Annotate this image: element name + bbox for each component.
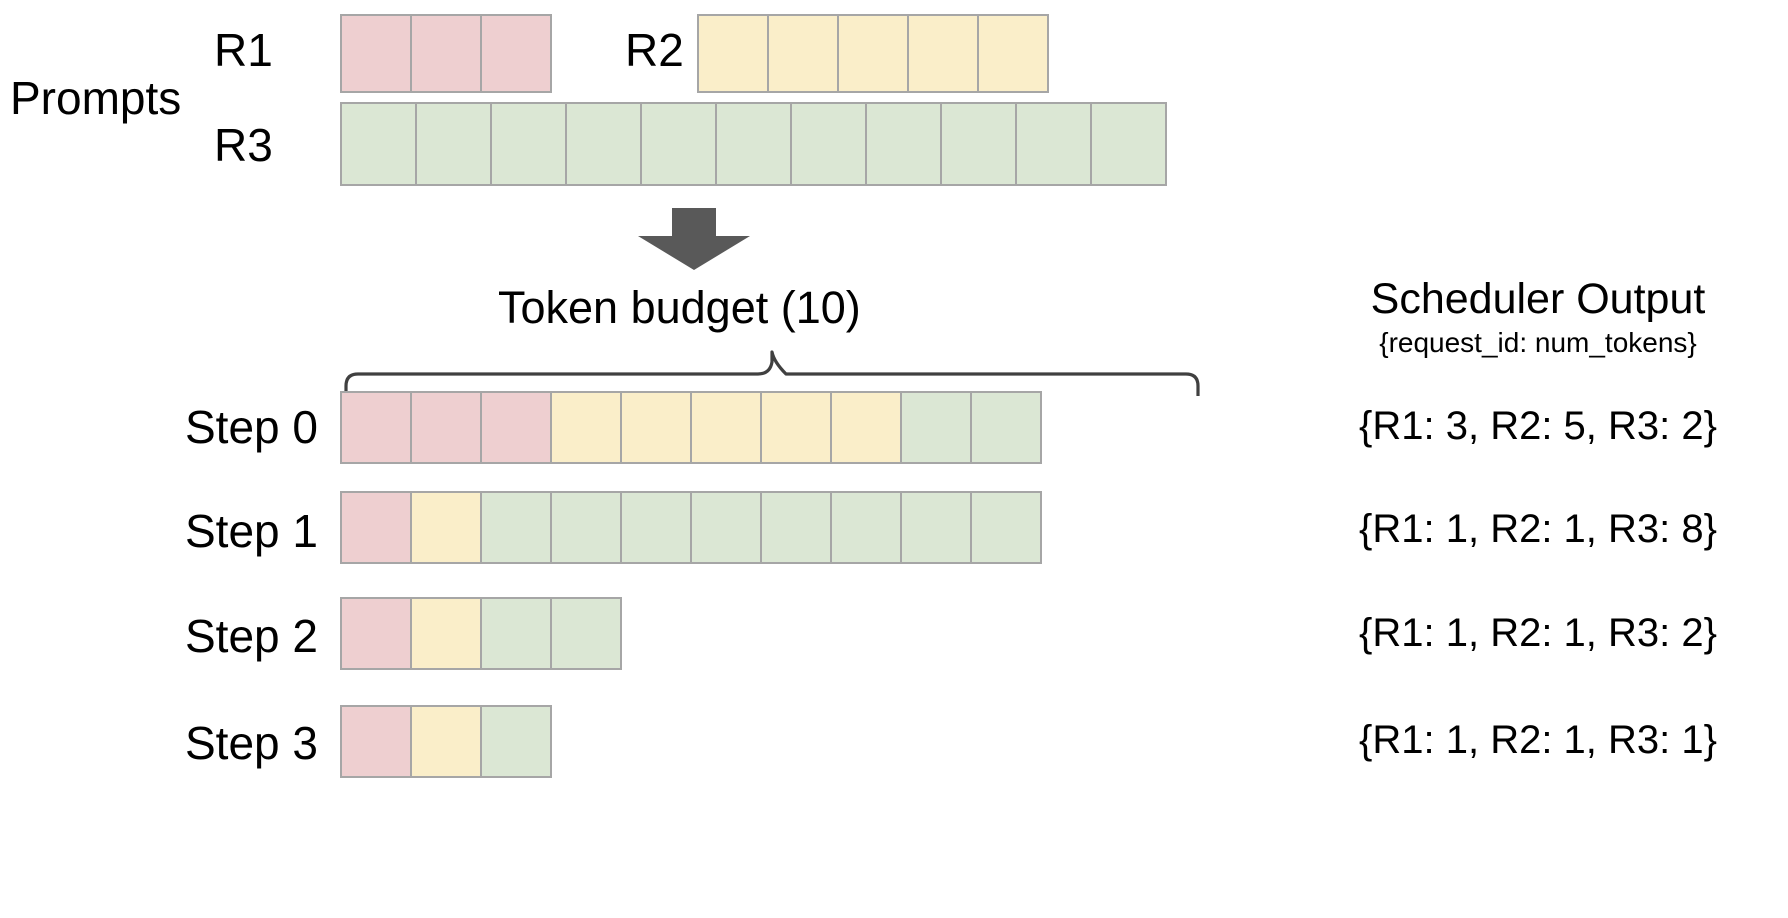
token-cell-r3: [715, 102, 792, 186]
token-cell-r3: [865, 102, 942, 186]
token-cell-r1: [340, 597, 412, 670]
step-label-0: Step 0: [185, 401, 318, 453]
token-cell-r3: [1090, 102, 1167, 186]
curly-brace-icon: [344, 350, 1200, 401]
token-cell-r3: [640, 102, 717, 186]
down-arrow-icon: [638, 208, 750, 275]
token-cell-r1: [340, 14, 412, 93]
scheduler-output-line-2: {R1: 1, R2: 1, R3: 2}: [1359, 611, 1717, 655]
token-cell-r3: [480, 597, 552, 670]
token-cell-r2: [830, 391, 902, 464]
token-cell-r3: [620, 491, 692, 564]
prompt-token-row-r1: [340, 14, 552, 93]
token-cell-r3: [490, 102, 567, 186]
prompt-token-row-r2: [697, 14, 1049, 93]
token-cell-r3: [970, 391, 1042, 464]
token-cell-r2: [690, 391, 762, 464]
step-token-row-0: [340, 391, 1042, 464]
token-cell-r3: [480, 491, 552, 564]
request-label-r2: R2: [625, 24, 684, 76]
token-cell-r1: [480, 14, 552, 93]
token-cell-r2: [620, 391, 692, 464]
token-cell-r1: [340, 705, 412, 778]
token-cell-r2: [550, 391, 622, 464]
token-cell-r2: [760, 391, 832, 464]
scheduler-output-line-0: {R1: 3, R2: 5, R3: 2}: [1359, 404, 1717, 448]
token-cell-r3: [760, 491, 832, 564]
token-cell-r3: [830, 491, 902, 564]
request-label-r1: R1: [214, 24, 273, 76]
prompts-section-label: Prompts: [10, 72, 182, 124]
token-cell-r3: [1015, 102, 1092, 186]
step-token-row-3: [340, 705, 552, 778]
scheduler-output-title: Scheduler Output: [1370, 275, 1706, 323]
step-label-1: Step 1: [185, 505, 318, 557]
scheduler-output-line-3: {R1: 1, R2: 1, R3: 1}: [1359, 718, 1717, 762]
token-cell-r1: [410, 391, 482, 464]
token-cell-r3: [790, 102, 867, 186]
scheduler-output-line-1: {R1: 1, R2: 1, R3: 8}: [1359, 507, 1717, 551]
token-cell-r3: [690, 491, 762, 564]
token-budget-title: Token budget (10): [498, 282, 861, 333]
token-cell-r3: [565, 102, 642, 186]
token-cell-r2: [410, 597, 482, 670]
scheduler-output-subtitle: {request_id: num_tokens}: [1379, 327, 1697, 358]
step-label-3: Step 3: [185, 717, 318, 769]
token-cell-r3: [415, 102, 492, 186]
prompt-token-row-r3: [340, 102, 1167, 186]
step-token-row-2: [340, 597, 622, 670]
token-cell-r3: [900, 491, 972, 564]
token-cell-r1: [480, 391, 552, 464]
step-token-row-1: [340, 491, 1042, 564]
request-label-r3: R3: [214, 119, 273, 171]
step-label-2: Step 2: [185, 610, 318, 662]
token-cell-r2: [837, 14, 909, 93]
token-cell-r3: [340, 102, 417, 186]
token-cell-r2: [410, 491, 482, 564]
token-cell-r1: [340, 391, 412, 464]
token-cell-r3: [550, 491, 622, 564]
token-cell-r1: [410, 14, 482, 93]
token-cell-r2: [697, 14, 769, 93]
token-cell-r2: [977, 14, 1049, 93]
token-cell-r3: [900, 391, 972, 464]
token-cell-r2: [767, 14, 839, 93]
token-cell-r2: [907, 14, 979, 93]
token-cell-r3: [940, 102, 1017, 186]
token-cell-r3: [480, 705, 552, 778]
token-cell-r3: [970, 491, 1042, 564]
token-cell-r3: [550, 597, 622, 670]
token-cell-r2: [410, 705, 482, 778]
token-cell-r1: [340, 491, 412, 564]
